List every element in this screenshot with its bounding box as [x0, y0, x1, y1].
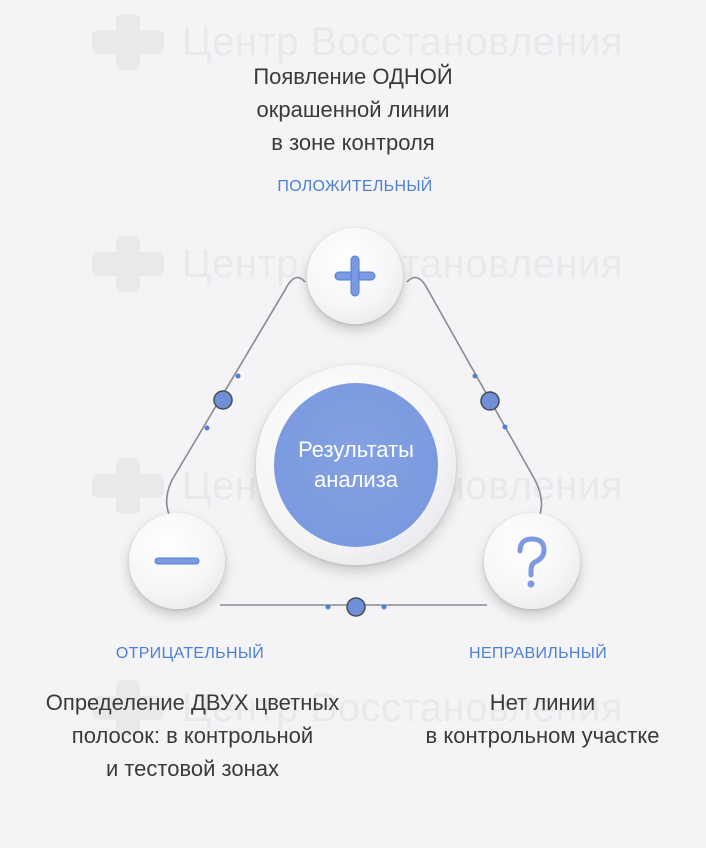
description-line: в контрольном участке: [425, 723, 660, 748]
description-line: в зоне контроля: [271, 130, 435, 155]
question-icon: [517, 536, 547, 588]
connector-dot: [472, 373, 478, 379]
cross-logo-icon: [92, 14, 164, 70]
negative-description: Определение ДВУХ цветных полосок: в конт…: [20, 686, 365, 785]
invalid-description: Нет линии в контрольном участке: [400, 686, 685, 752]
description-line: Появление ОДНОЙ: [253, 64, 453, 89]
watermark-text: Центр Восстановления: [182, 685, 623, 730]
negative-node: [129, 513, 225, 609]
cross-logo-icon: [92, 236, 164, 292]
invalid-label: НЕПРАВИЛЬНЫЙ: [469, 645, 607, 662]
invalid-node: [484, 513, 580, 609]
connector-dot: [502, 424, 508, 430]
cross-logo-icon: [92, 680, 164, 736]
positive-node: [307, 228, 403, 324]
connector-dot: [235, 373, 241, 379]
connector-dot: [325, 604, 331, 610]
center-title-line: анализа: [313, 467, 399, 492]
center-circle: Результаты анализа: [256, 365, 456, 565]
connector-dot: [381, 604, 387, 610]
watermark: Центр Восстановления: [92, 678, 682, 738]
connector-node: [480, 391, 500, 411]
description-line: полосок: в контрольной: [71, 723, 314, 748]
connector-node: [346, 597, 366, 617]
connector-node: [213, 390, 233, 410]
watermark-text: Центр Восстановления: [182, 19, 623, 64]
watermark: Центр Восстановления: [92, 12, 682, 72]
positive-label: ПОЛОЖИТЕЛЬНЫЙ: [277, 178, 433, 195]
cross-logo-icon: [92, 458, 164, 514]
center-title: Результаты анализа: [274, 383, 438, 547]
description-line: Нет линии: [489, 690, 596, 715]
minus-icon: [154, 557, 200, 565]
negative-label: ОТРИЦАТЕЛЬНЫЙ: [115, 645, 265, 662]
plus-icon: [334, 255, 376, 297]
center-title-line: Результаты: [298, 437, 414, 462]
connector-dot: [204, 425, 210, 431]
description-line: и тестовой зонах: [105, 756, 280, 781]
description-line: окрашенной линии: [256, 97, 450, 122]
description-line: Определение ДВУХ цветных: [45, 690, 340, 715]
positive-description: Появление ОДНОЙ окрашенной линии в зоне …: [203, 60, 503, 159]
